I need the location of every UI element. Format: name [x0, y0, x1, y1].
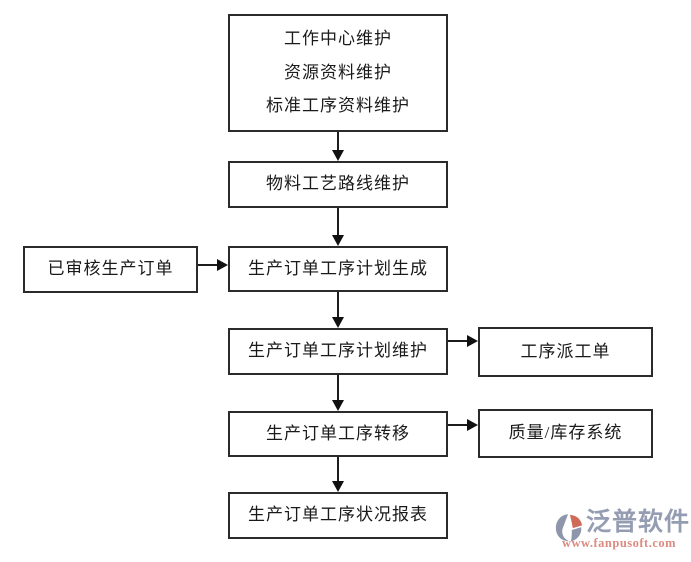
- arrow-down-icon: [332, 400, 344, 411]
- edge-approved-to-plangen-line: [198, 264, 218, 266]
- edge-planmnt-to-transfer-line: [337, 375, 339, 401]
- arrow-down-icon: [332, 481, 344, 492]
- fanpu-logo-text: 泛普软件 www.fanpusoft.com: [562, 509, 691, 551]
- fanpu-swirl-icon: [554, 512, 584, 553]
- node-process-dispatch-order: 工序派工单: [478, 327, 653, 377]
- node-line-standard-process: 标准工序资料维护: [266, 96, 410, 116]
- arrow-right-icon: [467, 419, 478, 431]
- node-quality-inventory-system: 质量/库存系统: [478, 409, 653, 458]
- node-master-data-maintenance: 工作中心维护 资源资料维护 标准工序资料维护: [228, 14, 448, 132]
- edge-plangen-to-planmnt-line: [337, 292, 339, 318]
- node-process-status-report: 生产订单工序状况报表: [228, 492, 448, 539]
- node-process-plan-maintenance: 生产订单工序计划维护: [228, 328, 448, 375]
- node-approved-production-order: 已审核生产订单: [23, 246, 198, 293]
- arrow-down-icon: [332, 150, 344, 161]
- node-process-plan-generation: 生产订单工序计划生成: [228, 246, 448, 292]
- node-line-work-center: 工作中心维护: [284, 29, 392, 49]
- arrow-right-icon: [217, 259, 228, 271]
- edge-master-to-routing-line: [337, 132, 339, 151]
- edge-transfer-to-quality-line: [448, 424, 468, 426]
- fanpu-watermark: 泛普软件 www.fanpusoft.com: [554, 509, 690, 553]
- node-material-routing-maintenance: 物料工艺路线维护: [228, 161, 448, 208]
- edge-transfer-to-report-line: [337, 457, 339, 482]
- fanpu-brand-name: 泛普软件: [586, 509, 691, 536]
- node-line-resource-data: 资源资料维护: [284, 62, 392, 82]
- node-process-transfer: 生产订单工序转移: [228, 411, 448, 457]
- arrow-right-icon: [467, 335, 478, 347]
- arrow-down-icon: [332, 235, 344, 246]
- fanpu-url: www.fanpusoft.com: [562, 536, 677, 550]
- edge-planmnt-to-dispatch-line: [448, 340, 468, 342]
- arrow-down-icon: [332, 317, 344, 328]
- edge-routing-to-plangen-line: [337, 208, 339, 236]
